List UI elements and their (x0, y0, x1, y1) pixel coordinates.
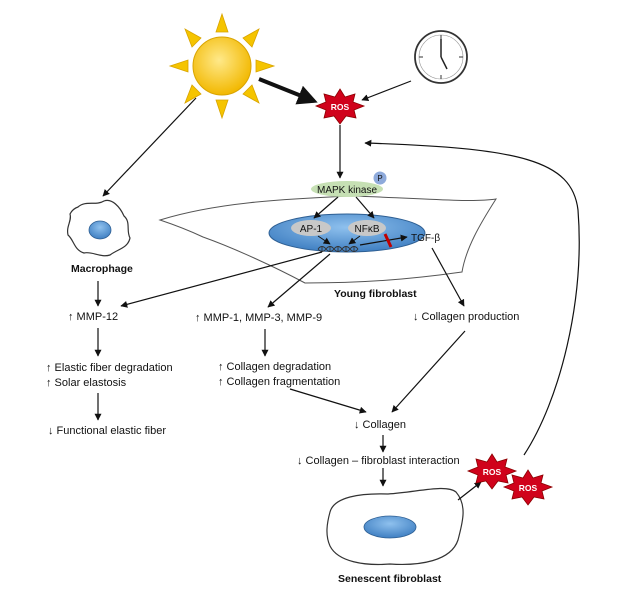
ap1-to-dna-arrow (317, 235, 331, 245)
sun-to-ros-arrow (258, 77, 318, 105)
clock-to-ros-arrow (361, 80, 412, 101)
collagen-fragmentation-label: ↑ Collagen fragmentation (218, 376, 341, 388)
senescent-fibroblast-label: Senescent fibroblast (338, 573, 442, 585)
tgfb-to-collagen-production-arrow (431, 247, 465, 307)
ros-burst-top: ROS (314, 88, 366, 125)
tgfb-label: TGF-β (411, 233, 440, 244)
macrophage-icon (66, 199, 131, 257)
macrophage-label: Macrophage (71, 263, 133, 275)
collagen-label: ↓ Collagen (354, 419, 406, 431)
young-fibroblast-label: Young fibroblast (334, 288, 417, 300)
functional-elastic-label: ↓ Functional elastic fiber (48, 425, 166, 437)
elastic-degradation-label: ↑ Elastic fiber degradation (46, 362, 173, 374)
collagen-production-label: ↓ Collagen production (413, 311, 520, 323)
sun-to-macrophage-arrow (102, 97, 197, 197)
ros-label-2: ROS (519, 483, 538, 493)
fragmentation-to-collagen-arrow (289, 388, 367, 414)
dna-to-mmp-arrow (267, 253, 331, 308)
dna-to-mmp12-arrow (120, 251, 323, 308)
tgfb-inhibition-mark (383, 233, 393, 248)
ap1-factor (291, 220, 331, 236)
mapk-kinase (311, 181, 383, 197)
ap1-label: AP-1 (300, 224, 323, 235)
sun-icon (168, 12, 276, 120)
collagen-production-to-collagen-arrow (391, 330, 466, 413)
mmp-multi-label: ↑ MMP-1, MMP-3, MMP-9 (195, 312, 323, 324)
dna-to-tgfb-arrow (359, 234, 408, 246)
clock-icon (414, 30, 468, 84)
mapk-label: MAPK kinase (317, 185, 377, 196)
mapk-to-nfkb-arrow (355, 196, 375, 219)
phospho-badge (373, 171, 387, 185)
nfkb-factor (348, 220, 386, 236)
mapk-to-ap1-arrow (313, 196, 339, 219)
mmp12-label: ↑ MMP-12 (68, 311, 119, 323)
elastic-effects-block: ↑ Elastic fiber degradation ↑ Solar elas… (46, 361, 173, 391)
dna-helix-icon (317, 246, 359, 252)
young-fibroblast-outline (158, 195, 498, 284)
nfkb-to-dna-arrow (348, 235, 361, 245)
interaction-label: ↓ Collagen – fibroblast interaction (297, 455, 460, 467)
phospho-label: P (377, 174, 382, 183)
solar-elastosis-label: ↑ Solar elastosis (46, 377, 127, 389)
ros-burst-senescent-1: ROS (466, 453, 518, 490)
ros-label-1: ROS (483, 467, 502, 477)
feedback-loop-arrow (364, 139, 580, 456)
ros-burst-senescent-2: ROS (502, 469, 554, 506)
collagen-degradation-label: ↑ Collagen degradation (218, 361, 332, 373)
ros-label-top: ROS (331, 102, 350, 112)
nfkb-label: NFκB (355, 224, 380, 235)
senescent-nucleus (363, 515, 417, 539)
collagen-effects-block: ↑ Collagen degradation ↑ Collagen fragme… (218, 360, 340, 390)
senescent-to-ros-arrow (457, 481, 482, 501)
